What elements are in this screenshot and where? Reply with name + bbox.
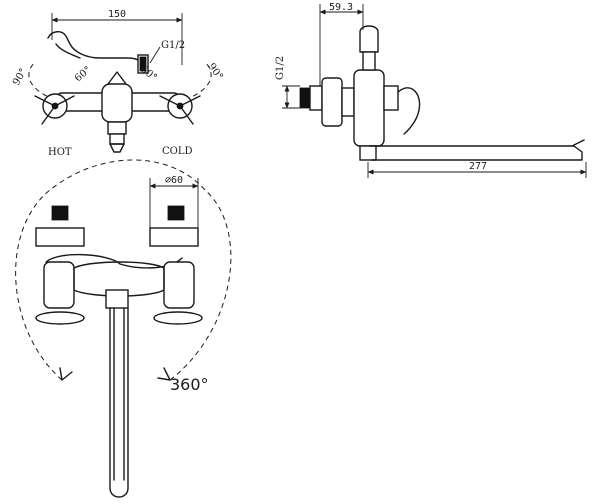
rotation-arc xyxy=(15,159,232,381)
front-thread-label: G1/2 xyxy=(161,40,185,51)
hot-label: HOT xyxy=(48,147,72,158)
right-rotation-arc xyxy=(184,61,212,101)
flange-dimension-label: ⌀60 xyxy=(165,175,183,186)
top-body xyxy=(35,205,203,498)
front-body xyxy=(55,71,181,153)
spout-dimension-label: 277 xyxy=(469,161,487,172)
top-view: 360° ⌀60 xyxy=(15,159,232,498)
rotation-label: 360° xyxy=(170,375,209,394)
width-dimension-label: 150 xyxy=(108,9,126,20)
side-view: 59.3 G1/2 277 xyxy=(275,2,587,178)
left-angle-label: 90° xyxy=(11,67,29,88)
depth-dimension-label: 59.3 xyxy=(329,2,353,13)
left-rotation-arc xyxy=(28,61,56,101)
inner-left-angle-label: 60° xyxy=(73,64,94,84)
shower-hook xyxy=(47,31,149,74)
cold-handle xyxy=(159,93,201,125)
hot-handle xyxy=(34,93,75,125)
side-body xyxy=(299,25,585,161)
side-thread-label: G1/2 xyxy=(275,56,286,80)
right-angle-label: 90° xyxy=(206,61,225,82)
cold-label: COLD xyxy=(162,146,193,157)
front-view: 150 G1/2 90° 90° 60° 60° xyxy=(11,9,225,158)
